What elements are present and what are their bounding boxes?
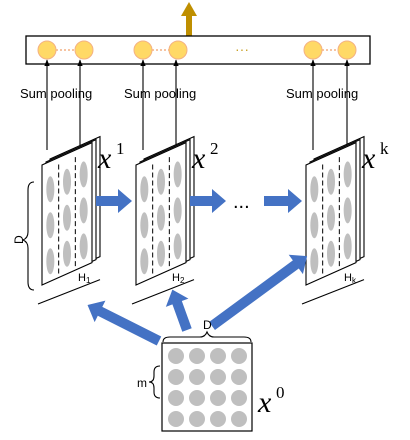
- blue-arrow-x0-to-x1: [87, 300, 162, 346]
- input-cell: [189, 348, 205, 364]
- input-cell: [168, 390, 184, 406]
- input-cell: [168, 348, 184, 364]
- slice-cell: [173, 197, 182, 224]
- pooling-arrows: [44, 59, 350, 150]
- d-brace-top: [162, 330, 252, 343]
- tensor-group: [37, 135, 365, 305]
- tensor-x2: [131, 135, 195, 305]
- slice-cell: [63, 204, 71, 231]
- input-label-x0: x 0: [257, 383, 285, 419]
- input-cell: [168, 411, 184, 427]
- slice-cell: [343, 161, 352, 188]
- svg-text:1: 1: [116, 139, 125, 158]
- tensor-base: [131, 279, 195, 305]
- tensor-xk: [301, 135, 365, 305]
- input-cell: [210, 411, 226, 427]
- slice-cell: [327, 204, 335, 231]
- slice-cell: [343, 197, 352, 224]
- slice-cell: [157, 240, 165, 267]
- svg-text:2: 2: [210, 139, 219, 158]
- svg-text:H2: H2: [172, 272, 185, 285]
- slice-cell: [140, 176, 149, 203]
- tensor-base: [37, 279, 101, 305]
- slice-cell: [79, 233, 88, 260]
- slice-cell: [46, 176, 55, 203]
- tensor-label-xk: x k: [361, 139, 389, 175]
- blue-arrow-1-2: [96, 189, 132, 213]
- input-cell: [231, 390, 247, 406]
- input-cell: [210, 348, 226, 364]
- slice-cell: [157, 168, 165, 195]
- svg-text:x: x: [257, 386, 272, 419]
- m-brace: [148, 365, 161, 399]
- svg-text:x: x: [191, 142, 206, 175]
- blue-arrow-dots-k: [264, 189, 302, 213]
- svg-text:H1: H1: [78, 272, 91, 285]
- input-cell: [189, 411, 205, 427]
- layers-ellipsis: ...: [233, 191, 250, 213]
- output-arrow: [181, 2, 197, 36]
- slice-cell: [140, 248, 149, 275]
- slice-cell: [140, 212, 149, 239]
- input-cell: [210, 390, 226, 406]
- h-label-2: H2: [172, 272, 185, 285]
- tensor-base: [301, 279, 365, 305]
- svg-text:x: x: [97, 142, 112, 175]
- slice-cell: [310, 212, 319, 239]
- h-label-1: H1: [78, 272, 91, 285]
- sum-pooling-label-1: Sum pooling: [20, 86, 92, 101]
- slice-cell: [327, 168, 335, 195]
- input-cell: [231, 411, 247, 427]
- slice-cell: [46, 212, 55, 239]
- tensor-label-x1: x 1: [97, 139, 125, 175]
- sum-pooling-label-2: Sum pooling: [124, 86, 196, 101]
- slice-cell: [63, 240, 71, 267]
- blue-arrow-2-dots: [190, 189, 226, 213]
- slice-cell: [343, 233, 352, 260]
- input-cell: [231, 348, 247, 364]
- svg-text:k: k: [380, 139, 389, 158]
- d-label-top: D: [203, 318, 212, 332]
- tensor-label-x2: x 2: [191, 139, 219, 175]
- input-cell: [189, 390, 205, 406]
- svg-text:0: 0: [276, 383, 285, 402]
- slice-cell: [310, 176, 319, 203]
- sum-pooling-label-k: Sum pooling: [286, 86, 358, 101]
- slice-cell: [173, 161, 182, 188]
- input-cell: [231, 369, 247, 385]
- slice-cell: [79, 161, 88, 188]
- slice-cell: [79, 197, 88, 224]
- slice-cell: [46, 248, 55, 275]
- input-matrix-dots: [168, 348, 247, 427]
- blue-arrow-x0-to-x2: [165, 289, 192, 332]
- d-brace-left: [21, 181, 35, 291]
- svg-text:Hk: Hk: [344, 272, 357, 285]
- output-ellipsis: ···: [235, 41, 249, 57]
- blue-arrow-x0-to-xk: [209, 254, 308, 331]
- slice-cell: [157, 204, 165, 231]
- slice-cell: [63, 168, 71, 195]
- d-label-left: D: [12, 235, 26, 244]
- tensor-x1: [37, 135, 101, 305]
- input-cell: [189, 369, 205, 385]
- h-label-k: Hk: [344, 272, 357, 285]
- slice-cell: [310, 248, 319, 275]
- svg-text:x: x: [361, 142, 376, 175]
- input-cell: [210, 369, 226, 385]
- input-cell: [168, 369, 184, 385]
- slice-cell: [327, 240, 335, 267]
- slice-cell: [173, 233, 182, 260]
- m-label: m: [137, 376, 147, 390]
